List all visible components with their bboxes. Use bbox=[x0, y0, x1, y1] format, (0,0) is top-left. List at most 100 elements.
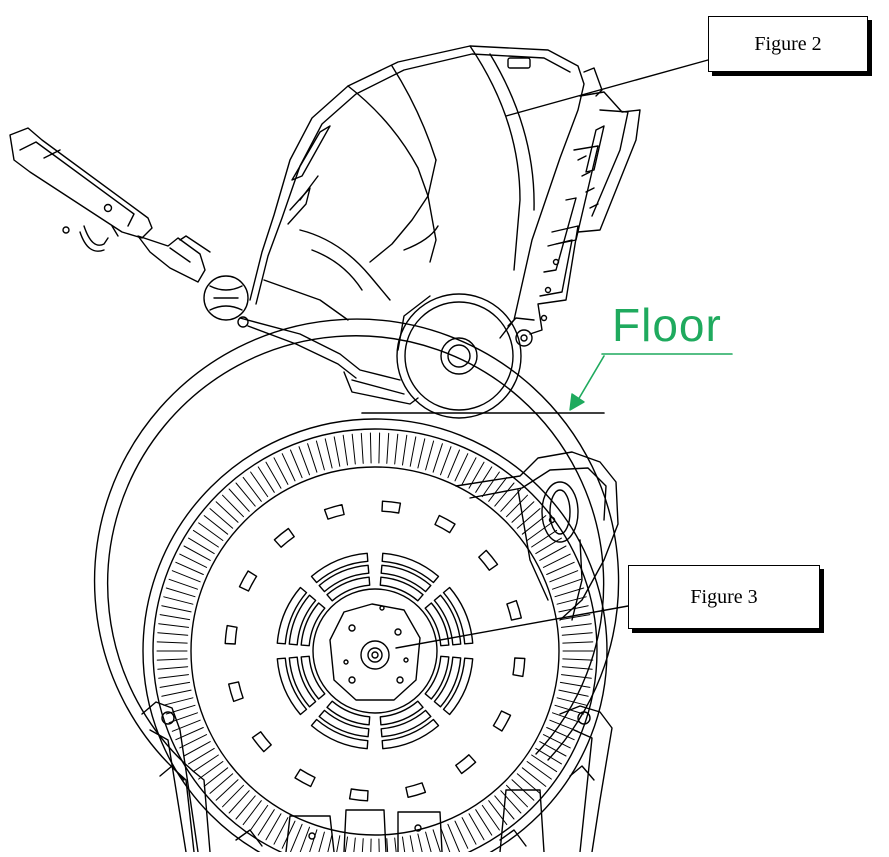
vent-slot bbox=[326, 833, 333, 857]
vent-slot bbox=[281, 453, 296, 482]
vent-slot bbox=[535, 537, 562, 555]
vent-slot bbox=[488, 476, 508, 502]
vent-slot bbox=[561, 666, 593, 670]
vent-slot bbox=[156, 641, 188, 644]
vent-slot bbox=[409, 835, 415, 857]
vent-slot bbox=[192, 754, 219, 773]
vent-slots-ring bbox=[156, 432, 594, 857]
vent-slot bbox=[417, 833, 424, 857]
callout-figure3: Figure 3 bbox=[628, 565, 820, 629]
mid-slots bbox=[224, 500, 526, 802]
hub-slot bbox=[379, 700, 424, 726]
vent-slot bbox=[549, 570, 579, 583]
hub-slot bbox=[326, 700, 371, 726]
mid-slot bbox=[251, 731, 272, 753]
hub-slot bbox=[326, 576, 371, 602]
vent-slot bbox=[526, 761, 552, 780]
vent-slot bbox=[265, 813, 282, 841]
bottom-brackets bbox=[159, 765, 595, 853]
vent-slot bbox=[335, 835, 341, 857]
vent-slot bbox=[242, 800, 262, 826]
vent-slot bbox=[198, 522, 224, 541]
mid-slot bbox=[492, 710, 512, 732]
callout-figure2-label: Figure 2 bbox=[754, 32, 822, 55]
vent-slot bbox=[342, 434, 348, 466]
vent-slot bbox=[561, 632, 593, 636]
hub-slot bbox=[379, 576, 424, 602]
vent-slot bbox=[198, 761, 224, 780]
vent-slot bbox=[556, 697, 587, 706]
vent-slot bbox=[461, 817, 477, 845]
vent-slot bbox=[203, 515, 229, 535]
vent-slot bbox=[188, 747, 215, 765]
vent-slot bbox=[351, 433, 356, 465]
mid-slot bbox=[228, 681, 244, 703]
floor-label: Floor bbox=[612, 299, 722, 351]
vent-slot bbox=[454, 820, 469, 849]
vent-slot bbox=[440, 826, 452, 856]
vent-slot bbox=[488, 800, 508, 826]
vent-slot bbox=[209, 508, 234, 529]
vent-slot bbox=[290, 449, 303, 479]
mid-slot bbox=[238, 570, 258, 592]
vent-slot bbox=[179, 553, 208, 568]
arrow-head bbox=[569, 393, 585, 411]
vent-slot bbox=[475, 809, 493, 836]
vent-slot bbox=[222, 784, 244, 808]
vent-slot bbox=[402, 434, 408, 466]
vent-slot bbox=[516, 508, 541, 529]
vent-slot bbox=[179, 734, 208, 749]
handle-grip bbox=[9, 127, 153, 252]
vent-slot bbox=[158, 674, 189, 679]
vent-slot bbox=[558, 605, 589, 613]
vent-slot bbox=[556, 596, 587, 605]
vent-slot bbox=[542, 734, 571, 749]
vent-slot bbox=[500, 488, 522, 512]
vent-slot bbox=[521, 767, 547, 787]
vent-slot bbox=[370, 838, 372, 857]
vent-slot bbox=[402, 836, 406, 857]
vent-slot bbox=[559, 681, 591, 688]
vent-slot bbox=[165, 704, 196, 715]
vent-slot bbox=[494, 482, 515, 507]
vent-slot bbox=[409, 436, 417, 467]
callout-figure2: Figure 2 bbox=[708, 16, 868, 72]
hub-slot bbox=[310, 718, 369, 750]
vent-slot bbox=[171, 570, 201, 583]
vent-slot bbox=[432, 443, 443, 473]
leader-line-figure2 bbox=[505, 59, 709, 117]
vent-slot bbox=[361, 838, 364, 857]
vent-slot bbox=[159, 681, 191, 688]
leader-line-figure3 bbox=[395, 605, 629, 649]
vent-slot bbox=[558, 689, 589, 697]
vent-slot bbox=[386, 432, 390, 464]
vent-slot bbox=[315, 440, 325, 471]
vent-slot bbox=[265, 461, 282, 489]
hub-slot bbox=[300, 602, 326, 647]
hub-slot bbox=[380, 709, 432, 738]
vent-slot bbox=[539, 741, 567, 757]
vent-slot bbox=[175, 561, 204, 575]
vent-slot bbox=[447, 823, 460, 853]
vent-slot bbox=[475, 466, 493, 493]
vent-slot bbox=[378, 838, 380, 857]
vent-slot bbox=[506, 494, 528, 518]
mid-slot bbox=[348, 788, 369, 802]
vent-slot bbox=[554, 704, 585, 715]
vent-slot bbox=[192, 529, 219, 548]
vent-slot bbox=[324, 438, 333, 469]
vent-slot bbox=[561, 623, 592, 628]
arrow-icon bbox=[577, 355, 605, 401]
vent-slot bbox=[333, 436, 341, 467]
hub-slot bbox=[442, 657, 474, 716]
vent-slot bbox=[468, 813, 485, 841]
vent-slot bbox=[228, 488, 250, 512]
vent-slot bbox=[461, 457, 477, 485]
hub-slot bbox=[433, 656, 462, 708]
vent-slot bbox=[228, 790, 250, 814]
vent-slot bbox=[511, 501, 535, 523]
vent-slot bbox=[454, 453, 469, 482]
vent-slot bbox=[506, 784, 528, 808]
vent-slot bbox=[235, 482, 256, 507]
vent-slot bbox=[209, 773, 234, 794]
